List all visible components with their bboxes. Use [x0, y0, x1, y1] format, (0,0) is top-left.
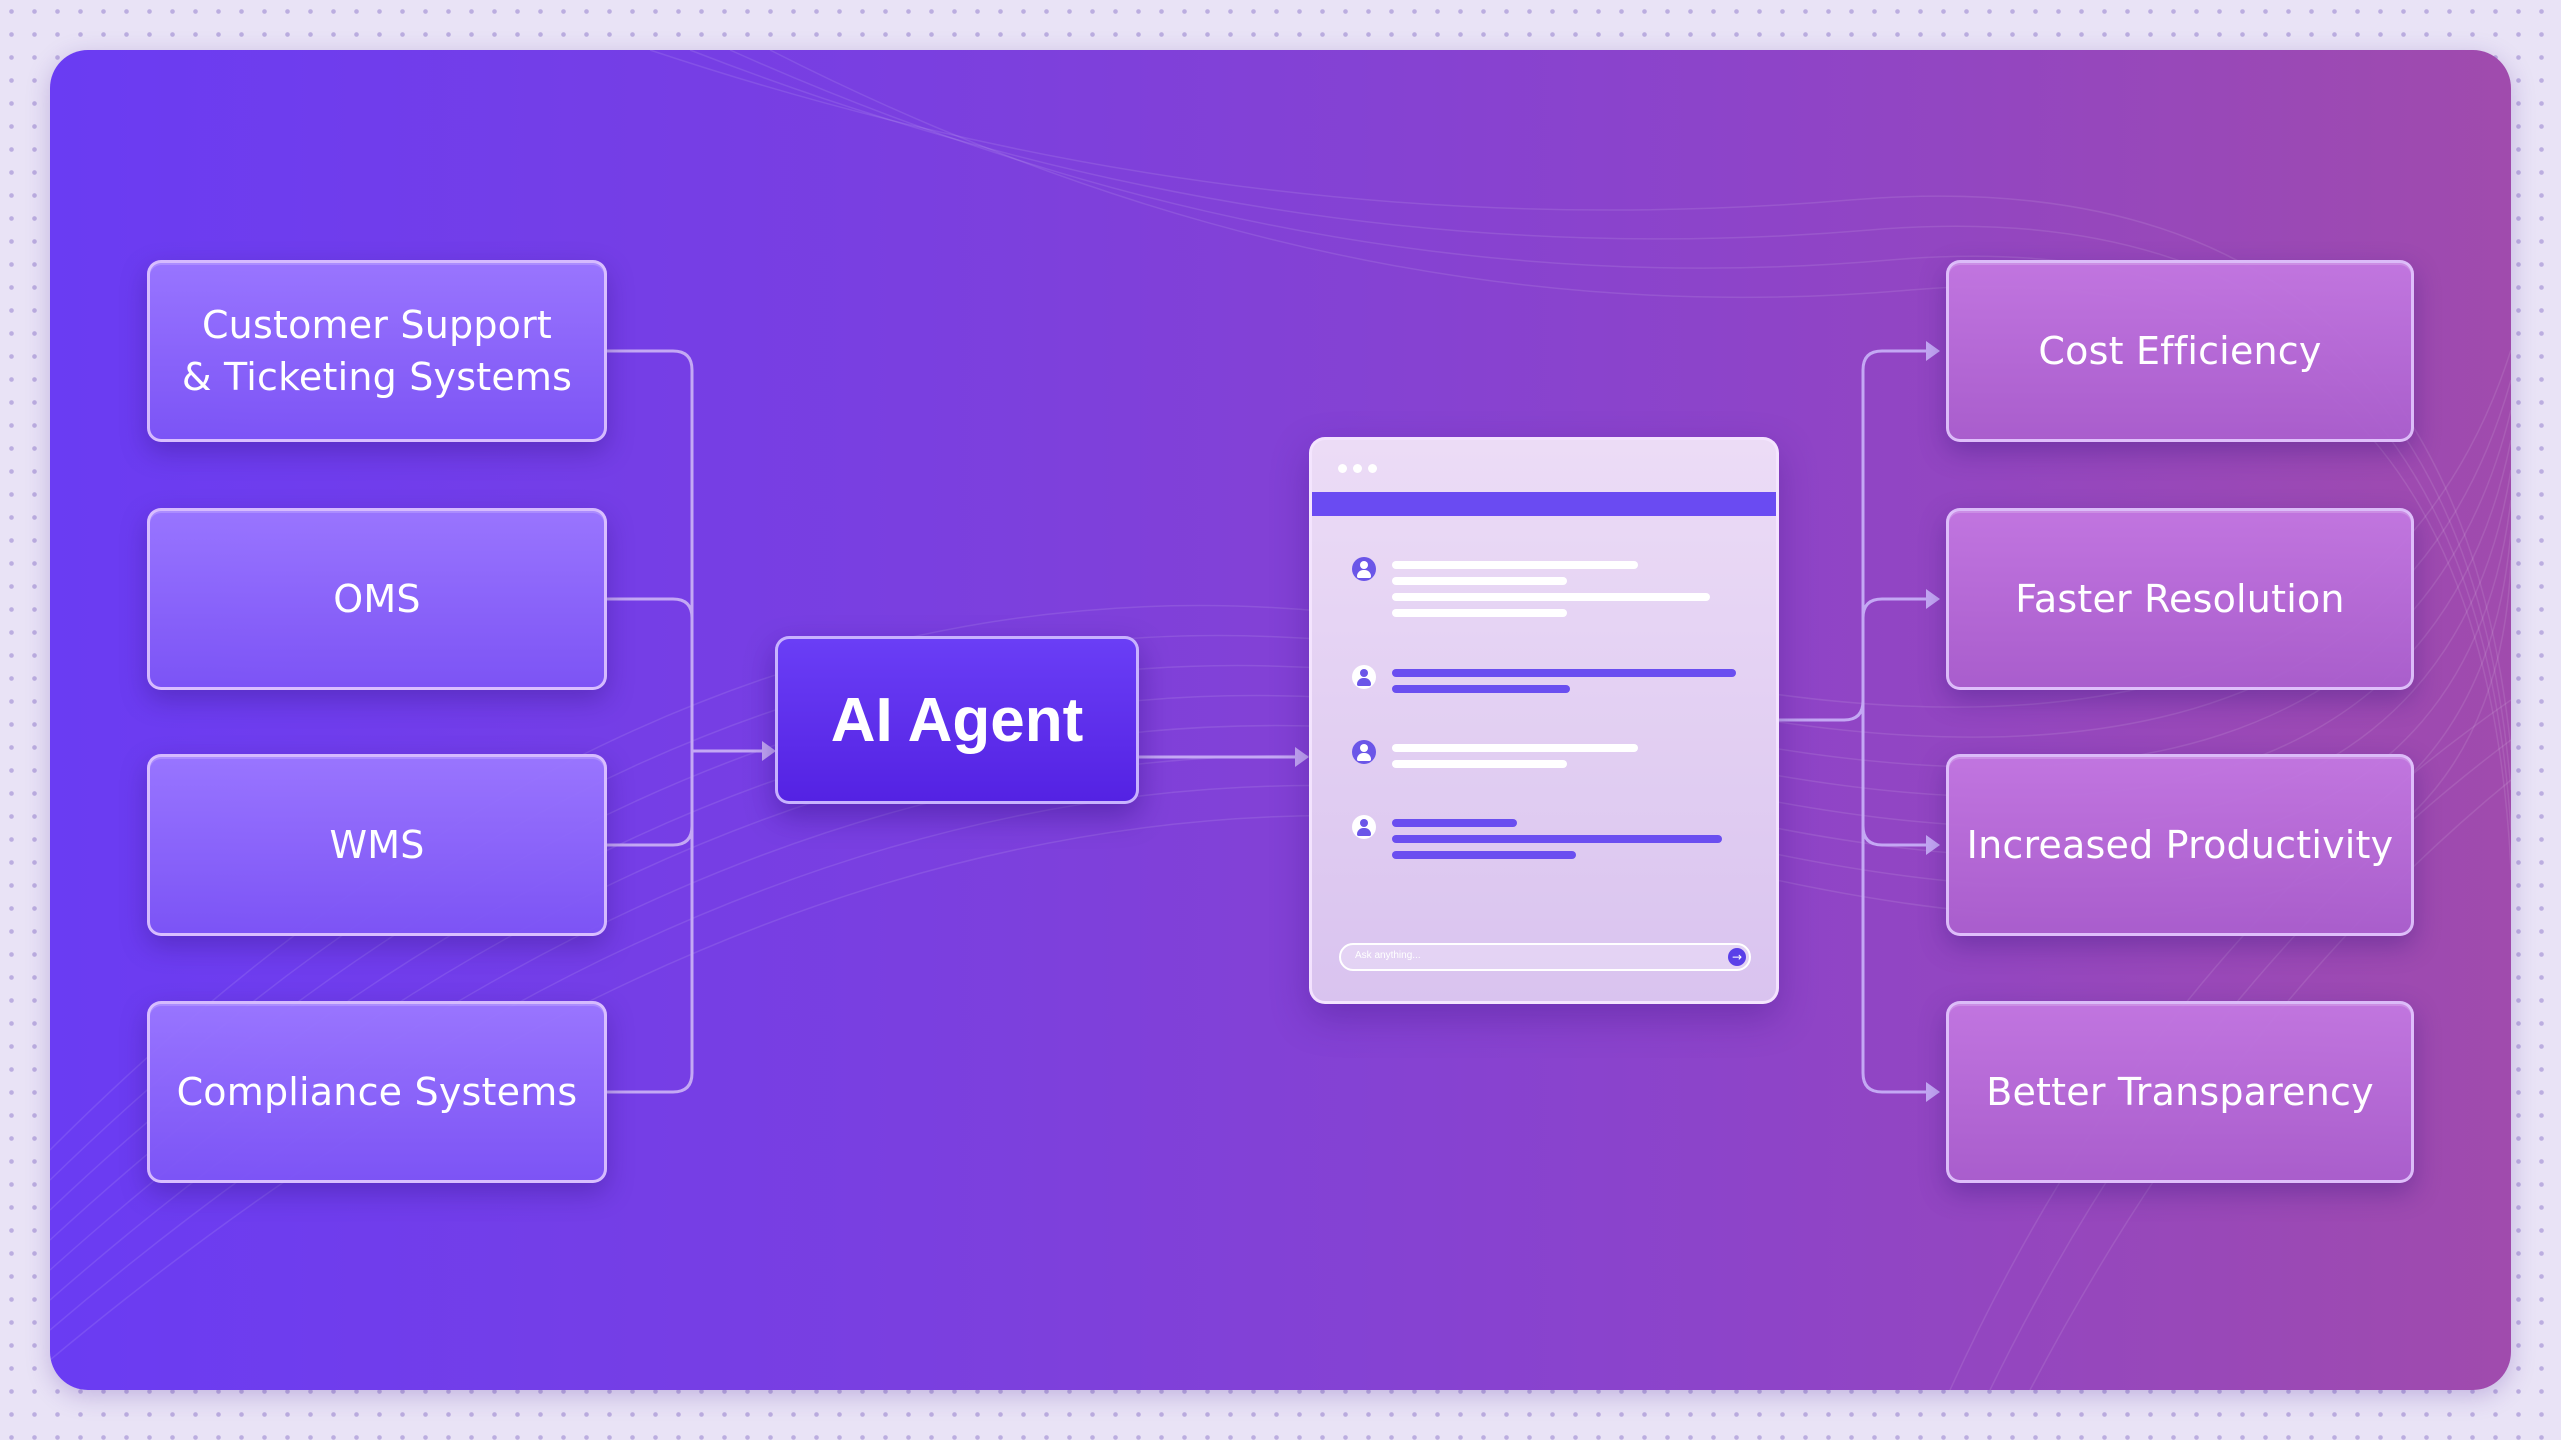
connector-cost [1861, 349, 1928, 722]
arrowhead-productivity [1926, 835, 1940, 855]
arrowhead-faster [1926, 589, 1940, 609]
outcome-cost-efficiency: Cost Efficiency [1946, 260, 2414, 442]
arrowhead-agent [762, 741, 776, 761]
input-oms: OMS [147, 508, 607, 690]
connector-wms [605, 749, 694, 847]
ai-agent-node: AI Agent [775, 636, 1139, 804]
user-avatar-icon [1352, 815, 1376, 839]
connector-compliance [605, 749, 694, 1094]
user-avatar-icon [1352, 665, 1376, 689]
input-wms-label: WMS [329, 823, 425, 867]
arrowhead-chat [1295, 747, 1309, 767]
connector-lines [605, 341, 1940, 1102]
arrow-right-icon[interactable]: → [1728, 948, 1746, 966]
chat-input-placeholder: Ask anything... [1355, 950, 1421, 961]
input-customer-support-line2: & Ticketing Systems [181, 355, 573, 399]
outcome-faster-resolution-label: Faster Resolution [2015, 577, 2345, 621]
connector-oms [605, 597, 694, 753]
outcome-faster-resolution: Faster Resolution [1946, 508, 2414, 690]
chat-input-field[interactable]: Ask anything... → [1339, 943, 1751, 971]
outcome-better-transparency-label: Better Transparency [1986, 1070, 2374, 1114]
chat-header-bar [1312, 492, 1776, 516]
connector-customer-support [605, 349, 694, 753]
user-avatar-icon [1352, 557, 1376, 581]
window-dots-icon [1338, 464, 1377, 473]
outcome-cost-efficiency-label: Cost Efficiency [2038, 329, 2322, 373]
user-avatar-icon [1352, 740, 1376, 764]
arrowhead-cost [1926, 341, 1940, 361]
arrowhead-transparency [1926, 1082, 1940, 1102]
input-customer-support-line1: Customer Support [201, 303, 553, 347]
input-compliance-label: Compliance Systems [176, 1070, 578, 1114]
input-oms-label: OMS [333, 577, 421, 621]
input-compliance: Compliance Systems [147, 1001, 607, 1183]
outcome-better-transparency: Better Transparency [1946, 1001, 2414, 1183]
outcome-increased-productivity: Increased Productivity [1946, 754, 2414, 936]
outcome-increased-productivity-label: Increased Productivity [1966, 823, 2394, 867]
diagram-canvas: Customer Support & Ticketing Systems OMS… [50, 50, 2511, 1390]
chat-window-mockup: Ask anything... → [1309, 437, 1779, 1004]
input-wms: WMS [147, 754, 607, 936]
connector-faster [1861, 597, 1928, 722]
connector-transparency [1861, 718, 1928, 1094]
input-customer-support: Customer Support & Ticketing Systems [147, 260, 607, 442]
connector-productivity [1861, 718, 1928, 847]
ai-agent-label: AI Agent [830, 685, 1084, 755]
